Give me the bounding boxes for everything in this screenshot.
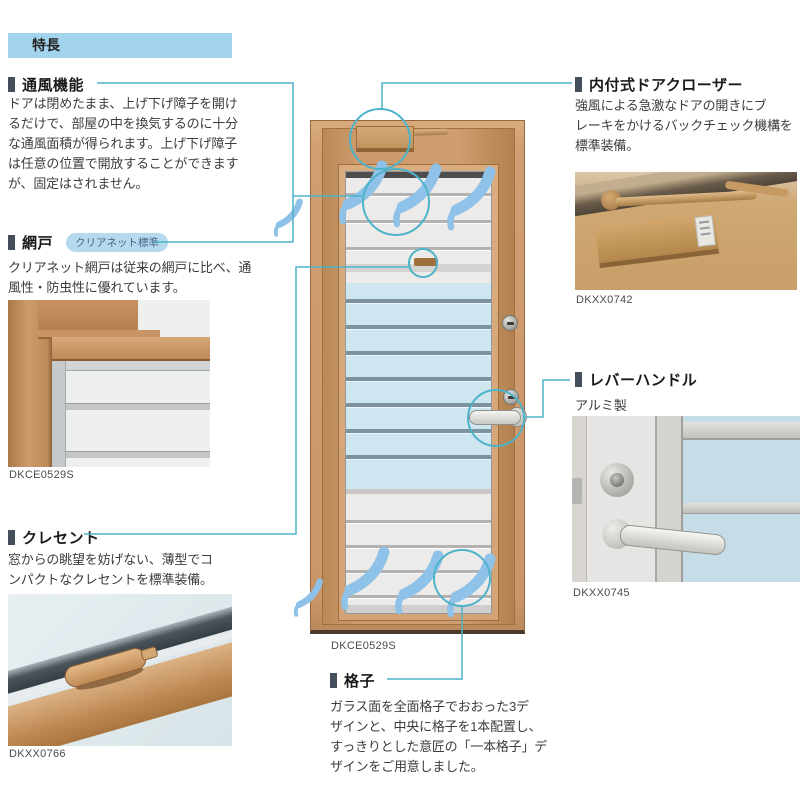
section-lattice-heading: 格子 bbox=[330, 670, 375, 691]
screen-bar bbox=[346, 545, 491, 549]
lattice-bar bbox=[346, 351, 491, 356]
screen-bar bbox=[346, 247, 491, 251]
strike-plate bbox=[572, 478, 582, 504]
section-ventilation-heading: 通風機能 bbox=[8, 74, 84, 95]
closer-photo-caption: DKXX0742 bbox=[576, 294, 633, 306]
screen-body-text: クリアネット網戸は従来の網戸に比べ、通 風性・防虫性に優れています。 bbox=[8, 260, 252, 295]
glass-panel bbox=[683, 416, 800, 582]
crescent-photo bbox=[8, 594, 232, 746]
screen-bar bbox=[346, 193, 491, 197]
handle-material-text: アルミ製 bbox=[575, 398, 627, 413]
bottom-rail bbox=[346, 605, 491, 613]
handle-heading-label: レバーハンドル bbox=[589, 372, 698, 389]
lock-cylinder bbox=[503, 389, 519, 405]
section-marker-icon bbox=[8, 530, 15, 545]
closer-unit bbox=[594, 212, 720, 269]
screen-bar bbox=[346, 520, 491, 524]
door-illustration bbox=[310, 120, 527, 634]
section-closer-heading: 内付式ドアクローザー bbox=[575, 74, 743, 95]
handle-photo bbox=[572, 416, 800, 582]
lattice-bar bbox=[346, 377, 491, 382]
screen-bar bbox=[66, 403, 210, 410]
aluminum-rail bbox=[52, 361, 210, 371]
lock-cylinder bbox=[600, 463, 634, 497]
lattice-body-text: ガラス面を全面格子でおおった3デ ザインと、中央に格子を1本配置し、 すっきりと… bbox=[330, 699, 548, 774]
door-caption: DKCE0529S bbox=[331, 640, 397, 652]
screen-bar bbox=[346, 570, 491, 574]
door-closer-unit bbox=[356, 126, 414, 152]
lattice-bar bbox=[346, 429, 491, 434]
lattice-heading-label: 格子 bbox=[344, 673, 376, 690]
screen-photo-caption: DKCE0529S bbox=[9, 469, 75, 481]
closer-photo bbox=[575, 172, 797, 290]
section-marker-icon bbox=[8, 77, 15, 92]
glass-frame bbox=[657, 416, 683, 582]
section-crescent-heading: クレセント bbox=[8, 527, 100, 548]
section-screen-heading: 網戸 クリアネット標準 bbox=[8, 232, 169, 253]
crescent-heading-label: クレセント bbox=[22, 530, 100, 547]
glass-bar bbox=[683, 503, 800, 514]
section-marker-icon bbox=[575, 372, 582, 387]
screen-heading-label: 網戸 bbox=[22, 235, 54, 252]
lever-handle bbox=[469, 410, 521, 425]
handle-callout-line bbox=[524, 379, 570, 418]
sash-latch bbox=[414, 258, 438, 266]
aluminum-stile bbox=[52, 361, 66, 467]
page-title: 特長 bbox=[8, 33, 232, 58]
ventilation-body-text: ドアは閉めたまま、上げ下げ障子を開け るだけで、部屋の中を換気するのに十分 な通… bbox=[8, 96, 239, 191]
lock-cylinder bbox=[502, 315, 518, 331]
wood-rail bbox=[52, 337, 210, 361]
closer-body-text: 強風による急激なドアの開きにブ レーキをかけるバックチェック機構を 標準装備。 bbox=[575, 98, 793, 153]
screen-bar bbox=[66, 451, 210, 458]
crescent-body-text: 窓からの眺望を妨げない、薄型でコ ンパクトなクレセントを標準装備。 bbox=[8, 552, 213, 587]
clearnet-standard-badge: クリアネット標準 bbox=[66, 233, 169, 252]
screen-bar bbox=[346, 220, 491, 224]
closer-heading-label: 内付式ドアクローザー bbox=[589, 77, 743, 94]
lattice-bar bbox=[346, 299, 491, 304]
door-stile bbox=[587, 416, 657, 582]
closer-label bbox=[694, 215, 716, 248]
lattice-bar bbox=[346, 455, 491, 460]
crescent-photo-caption: DKXX0766 bbox=[9, 748, 66, 760]
sash-top-rail bbox=[346, 172, 491, 178]
lattice-bar bbox=[346, 325, 491, 330]
section-marker-icon bbox=[8, 235, 15, 250]
glass-top-rail bbox=[683, 422, 800, 440]
closer-callout-line bbox=[381, 82, 572, 110]
screen-photo bbox=[8, 300, 210, 467]
section-handle-heading: レバーハンドル bbox=[575, 369, 697, 390]
door-inner-panels bbox=[345, 171, 492, 614]
handle-photo-caption: DKXX0745 bbox=[573, 587, 630, 599]
sash-rail bbox=[346, 489, 491, 494]
wood-block bbox=[38, 300, 138, 333]
section-marker-icon bbox=[575, 77, 582, 92]
screen-bar bbox=[346, 595, 491, 599]
section-marker-icon bbox=[330, 673, 337, 688]
lattice-bar bbox=[346, 403, 491, 408]
ventilation-heading-label: 通風機能 bbox=[22, 77, 85, 94]
